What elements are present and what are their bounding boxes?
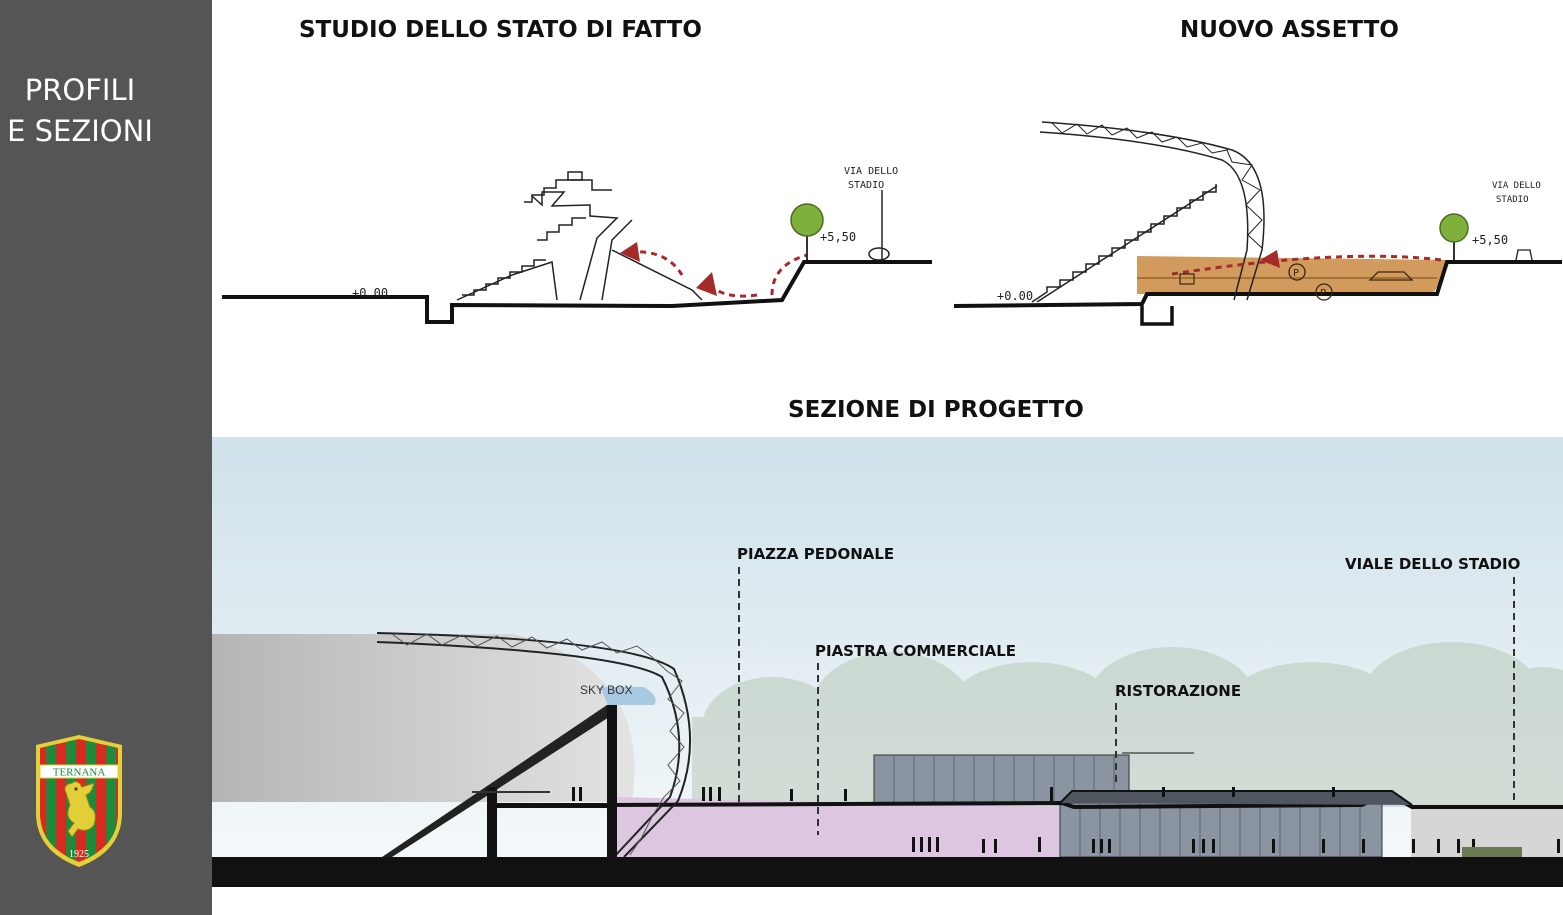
existing-condition-sketch: +0.00 +5,50 VIA DELLO STADIO bbox=[222, 166, 932, 324]
sidebar-title: PROFILI E SEZIONI bbox=[0, 70, 160, 152]
new-level-high: +5,50 bbox=[1472, 233, 1508, 247]
new-roof-truss bbox=[376, 641, 681, 858]
restaurant-roof bbox=[1059, 790, 1413, 806]
parking-symbol: P bbox=[1293, 268, 1299, 279]
new-roof-truss bbox=[1041, 121, 1265, 301]
car-icon bbox=[1515, 249, 1533, 261]
existing-street-line2: STADIO bbox=[848, 180, 884, 191]
car-icon bbox=[868, 247, 890, 261]
logo-year: 1925 bbox=[69, 849, 89, 860]
existing-street-line1: VIA DELLO bbox=[844, 166, 898, 177]
ramp-arrow-path bbox=[770, 253, 808, 296]
arrow-head-icon bbox=[1260, 250, 1280, 268]
label-piastra-commerciale: PIASTRA COMMERCIALE bbox=[815, 642, 1017, 660]
tree-line-background bbox=[692, 642, 1563, 807]
shrub-icon bbox=[1462, 847, 1522, 859]
sidebar-title-line1: PROFILI bbox=[24, 73, 136, 107]
sky-box-label: SKY BOX bbox=[580, 683, 632, 697]
restaurant-glass-volume bbox=[1059, 802, 1383, 858]
old-stadium-stand bbox=[456, 171, 703, 301]
leader-lines bbox=[738, 567, 1515, 835]
griffin-crest-icon bbox=[64, 781, 96, 838]
parking-symbol: P bbox=[1320, 288, 1326, 299]
parking-icon bbox=[1315, 283, 1333, 301]
label-ristorazione: RISTORAZIONE bbox=[1115, 682, 1242, 700]
existing-level-high: +5,50 bbox=[820, 230, 856, 244]
existing-level-low: +0.00 bbox=[352, 286, 388, 300]
logo-text: TERNANA bbox=[53, 767, 106, 779]
parking-icon bbox=[1288, 263, 1306, 281]
terrain-profile bbox=[953, 260, 1562, 308]
new-stand-steps bbox=[1031, 184, 1217, 303]
section-title: SEZIONE DI PROGETTO bbox=[788, 397, 1084, 423]
arrow-head-icon bbox=[696, 272, 717, 296]
new-sketch-title: NUOVO ASSETTO bbox=[1180, 17, 1399, 43]
concourse-slab bbox=[497, 803, 612, 808]
stadium-roof-shadow bbox=[212, 634, 635, 802]
arrow-head-icon bbox=[620, 242, 640, 262]
ternana-logo: TERNANA 1925 bbox=[36, 735, 122, 867]
terrain-profile bbox=[222, 260, 932, 324]
tree-icon bbox=[790, 203, 824, 237]
people-silhouettes bbox=[572, 787, 1560, 853]
stand-column bbox=[607, 705, 617, 857]
new-level-low: +0.00 bbox=[997, 289, 1033, 303]
tree-icon bbox=[1439, 213, 1469, 243]
sky-box bbox=[600, 687, 656, 705]
label-viale-dello-stadio: VIALE DELLO STADIO bbox=[1345, 555, 1521, 573]
new-street-line2: STADIO bbox=[1496, 195, 1529, 205]
new-street-line1: VIA DELLO bbox=[1492, 181, 1541, 191]
car-icon bbox=[1368, 271, 1414, 281]
sidebar: PROFILI E SEZIONI TERNANA 1925 bbox=[0, 0, 212, 915]
access-arrow-path bbox=[1171, 254, 1443, 276]
stand-tiers bbox=[382, 705, 617, 857]
ground-slab bbox=[212, 857, 1563, 887]
label-piazza-pedonale: PIAZZA PEDONALE bbox=[737, 545, 895, 563]
sidebar-title-line2: E SEZIONI bbox=[7, 114, 153, 148]
commercial-plinth bbox=[614, 797, 1060, 857]
parking-level bbox=[1137, 256, 1447, 294]
car-icon bbox=[1179, 273, 1195, 285]
new-layout-sketch: P P +0.00 +5,50 VIA DELLO STADIO bbox=[953, 121, 1562, 326]
existing-sketch-title: STUDIO DELLO STATO DI FATTO bbox=[299, 17, 702, 43]
project-section-render: SKY BOX bbox=[212, 437, 1563, 887]
